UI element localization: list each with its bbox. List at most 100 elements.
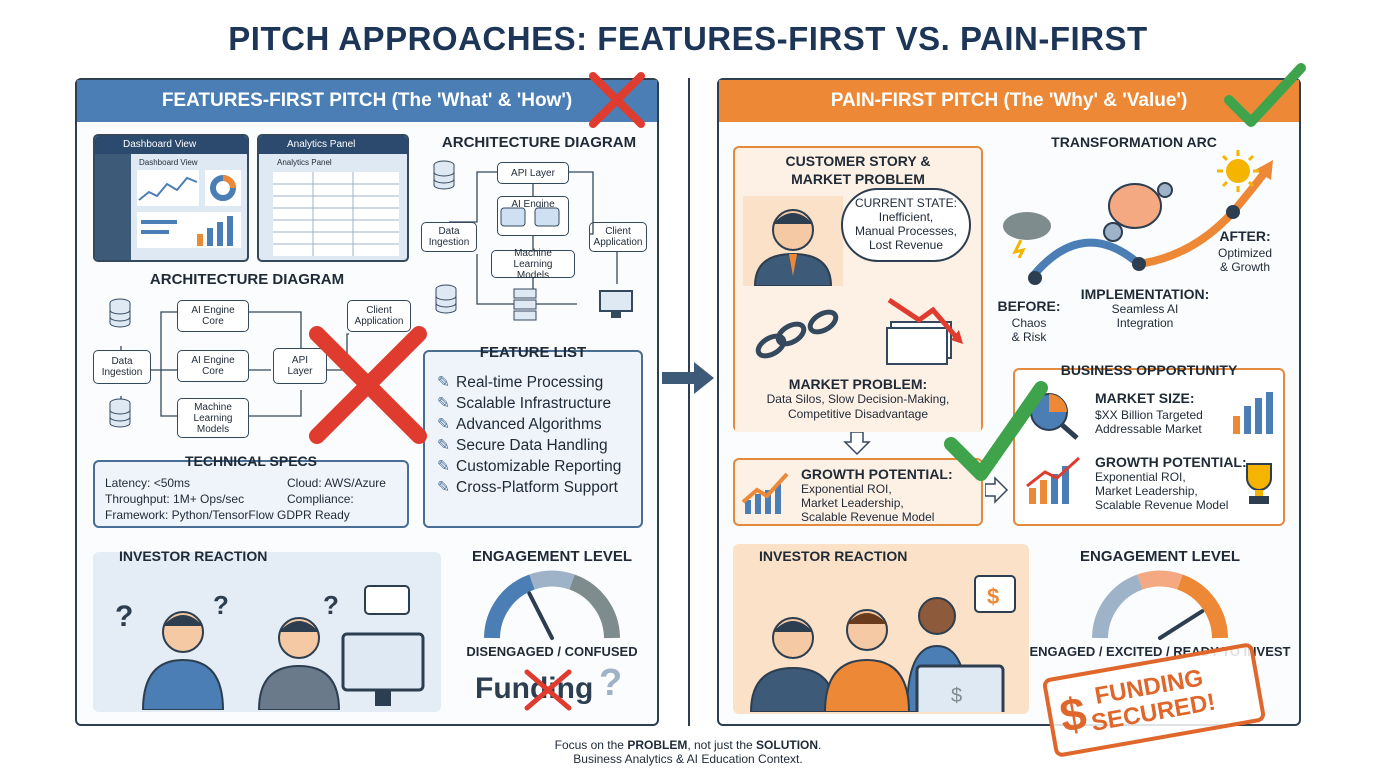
pain-first-panel: PAIN-FIRST PITCH (The 'Why' & 'Value') C… <box>717 63 1306 758</box>
stamp-text: FUNDING SECURED! <box>1089 664 1218 737</box>
monitor-icon <box>599 290 633 318</box>
gauge-dial <box>1092 570 1228 640</box>
center-divider <box>688 78 690 726</box>
header-check-icon <box>1224 63 1306 127</box>
svg-text:?: ? <box>323 590 339 620</box>
pencil-icon: ✎ <box>437 458 450 475</box>
dashboard-line-chart-icon <box>137 170 199 206</box>
feature-item: ✎ Customizable Reporting <box>437 456 621 477</box>
feature-list: ✎ Real-time Processing ✎ Scalable Infrastr… <box>437 372 621 498</box>
svg-text:?: ? <box>213 590 229 620</box>
transformation-arc-title: TRANSFORMATION ARC <box>1051 134 1217 150</box>
spec-throughput: Throughput: 1M+ Ops/sec <box>105 492 245 506</box>
dashboard-inner-label: Dashboard View <box>139 158 198 167</box>
gauge-label: DISENGAGED / CONFUSED <box>466 644 638 659</box>
arch-mid-core2-node: AI Engine Core <box>177 350 249 382</box>
database-icon <box>435 284 457 314</box>
investor-reaction-right: INVESTOR REACTION $ $ <box>733 544 1029 714</box>
footer-bold: SOLUTION <box>756 738 819 752</box>
growth-potential-text: Exponential ROI, Market Leadership, Scal… <box>801 482 935 524</box>
gauge-title: ENGAGEMENT LEVEL <box>471 548 632 565</box>
arch-top-ingestion-node: Data Ingestion <box>421 222 477 252</box>
transformation-arc-chart <box>1028 160 1273 285</box>
svg-text:$: $ <box>987 584 999 609</box>
feature-item: ✎ Scalable Infrastructure <box>437 393 621 414</box>
arch-top-connectors <box>449 171 618 305</box>
gauge-needle <box>527 591 554 640</box>
svg-text:?: ? <box>115 600 133 633</box>
implementation-text: Seamless AI Integration <box>1111 302 1179 330</box>
spec-cloud: Cloud: AWS/Azure <box>287 476 386 490</box>
arch-mid-ml-node: Machine Learning Models <box>177 398 249 438</box>
pencil-icon: ✎ <box>437 395 450 412</box>
footer-line-2: Business Analytics & AI Education Contex… <box>573 752 803 766</box>
footer-text: , not just the <box>687 738 757 752</box>
market-size-title: MARKET SIZE: <box>1095 390 1195 406</box>
implementation-title: IMPLEMENTATION: <box>1080 286 1210 302</box>
pencil-icon: ✎ <box>437 479 450 496</box>
customer-story-card: CUSTOMER STORY & MARKET PROBLEM CURRENT … <box>733 146 983 432</box>
arch-mid-client-node: Client Application <box>347 300 411 332</box>
growth-potential-card: GROWTH POTENTIAL: Exponential ROI, Marke… <box>733 458 983 526</box>
pencil-icon: ✎ <box>437 374 450 391</box>
database-icon <box>109 298 131 328</box>
pencil-icon: ✎ <box>437 416 450 433</box>
server-icon <box>513 288 537 321</box>
growth-chart-icon <box>741 472 789 514</box>
arch-top-title: ARCHITECTURE DIAGRAM <box>441 134 637 151</box>
feature-item: ✎Advanced Algorithms <box>437 414 621 435</box>
investor-reaction-title: INVESTOR REACTION <box>119 548 268 564</box>
investor-reaction-left: INVESTOR REACTION ? ? ? <box>93 548 441 712</box>
pencil-icon: ✎ <box>437 437 450 454</box>
footer-text: . <box>818 738 822 752</box>
transition-arrow-icon <box>662 362 714 394</box>
brain-gear-icon <box>1103 182 1173 242</box>
growth-chart-icon <box>1026 456 1081 504</box>
engagement-gauge-left: ENGAGEMENT LEVEL DISENGAGED / CONFUSED F… <box>457 544 647 714</box>
excited-investors-icon: $ $ <box>749 575 1016 712</box>
confused-investors-icon: ? ? ? <box>115 585 425 710</box>
trophy-icon <box>1246 463 1272 504</box>
growth2-text: Exponential ROI, Market Leadership, Scal… <box>1095 470 1229 512</box>
pain-first-header: PAIN-FIRST PITCH (The 'Why' & 'Value') <box>719 80 1299 122</box>
engagement-gauge-right: ENGAGEMENT LEVEL ENGAGED / EXCITED / REA… <box>1025 544 1295 659</box>
page-title: PITCH APPROACHES: FEATURES-FIRST VS. PAI… <box>228 20 1148 57</box>
business-opportunity-title: BUSINESS OPPORTUNITY <box>1060 362 1238 378</box>
arch-top-ml-node: Machine Learning Models <box>491 248 575 281</box>
investor-reaction-title: INVESTOR REACTION <box>759 548 908 564</box>
database-icon <box>109 398 131 428</box>
after-title: AFTER: <box>1219 228 1271 244</box>
database-icon <box>433 160 455 190</box>
spec-compliance: Compliance: <box>287 492 354 506</box>
worried-customer-icon <box>743 196 843 286</box>
pie-magnifier-icon <box>1030 393 1079 440</box>
big-cross-icon <box>309 326 427 444</box>
feature-item-label: Cross-Platform Support <box>456 479 618 496</box>
analytics-table-icon <box>273 172 399 256</box>
feature-list-title: FEATURE LIST <box>479 344 587 361</box>
tech-specs-title: TECHNICAL SPECS <box>185 453 317 469</box>
market-problem-text: Data Silos, Slow Decision-Making, Compet… <box>766 392 950 421</box>
arch-mid-api-node: API Layer <box>273 348 327 384</box>
analytics-tab-label: Analytics Panel <box>259 136 407 154</box>
gauge-title: ENGAGEMENT LEVEL <box>1079 548 1240 565</box>
header-cross-icon <box>589 72 645 128</box>
dashboard-donut-icon <box>205 170 241 206</box>
feature-list-card: FEATURE LIST ✎ Real-time Processing ✎ Scal… <box>423 344 643 528</box>
footer-line-1: Focus on the PROBLEM, not just the SOLUT… <box>0 738 1376 752</box>
business-opportunity-card: BUSINESS OPPORTUNITY MARKET SIZE: $XX Bi… <box>1013 362 1285 526</box>
feature-item-label: Customizable Reporting <box>456 458 622 475</box>
before-title: BEFORE: <box>997 298 1061 314</box>
arch-top-api-node: API Layer <box>497 162 569 184</box>
arch-mid-title: ARCHITECTURE DIAGRAM <box>149 271 345 288</box>
feature-item: ✎ Real-time Processing <box>437 372 621 393</box>
feature-item-label: Scalable Infrastructure <box>456 395 612 412</box>
feature-item-label: Real-time Processing <box>456 374 604 391</box>
feature-item: ✎ Secure Data Handling <box>437 435 621 456</box>
feature-item-label: Secure Data Handling <box>456 437 608 454</box>
spec-latency: Latency: <50ms <box>105 476 191 490</box>
arch-top-client-node: Client Application <box>589 222 647 252</box>
bar-chart-icon <box>1233 392 1273 434</box>
customer-story-title: CUSTOMER STORY & MARKET PROBLEM <box>785 153 931 187</box>
features-first-panel: FEATURES-FIRST PITCH (The 'What' & 'How'… <box>75 72 659 726</box>
